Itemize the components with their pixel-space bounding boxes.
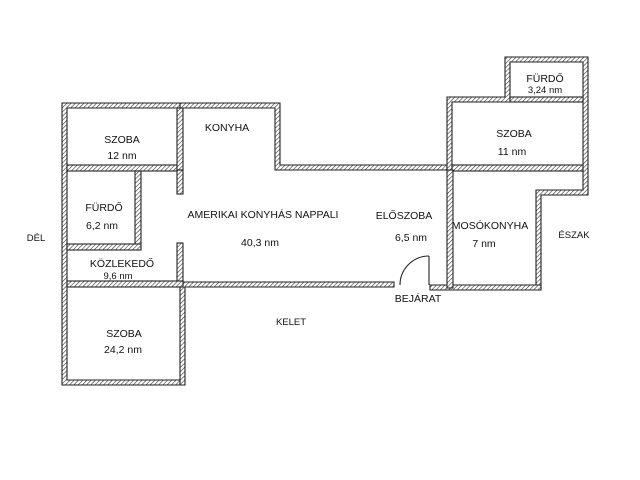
room-mosokonyha-name: MOSÓKONYHA (452, 219, 528, 232)
room-szoba-sw-name: SZOBA (106, 328, 142, 340)
door-swing-arc (399, 255, 430, 286)
room-szoba-sw-area: 24,2 nm (104, 344, 142, 356)
room-furdo-west-name: FÜRDŐ (85, 200, 122, 214)
exterior-wall-south-east (429, 284, 542, 291)
room-szoba-nw-area: 12 nm (107, 150, 136, 162)
wall-szoba-ne-south (451, 164, 584, 172)
compass-south-label: KELET (276, 317, 306, 328)
room-kozlekedo-area: 9,6 nm (103, 271, 132, 282)
wall-nappali-west-upper (176, 169, 184, 195)
room-labels: FÜRDŐ 3,24 nm SZOBA 12 nm KONYHA SZOBA 1… (85, 71, 563, 356)
interior-walls (66, 96, 584, 289)
exterior-wall-south (179, 281, 395, 386)
wall-furdo-south (66, 243, 142, 251)
room-szoba-ne-name: SZOBA (496, 128, 532, 140)
room-kozlekedo-name: KÖZLEKEDŐ (90, 256, 154, 270)
exterior-wall-kitchen (179, 102, 448, 171)
wall-kozlekedo-south (66, 280, 184, 288)
room-furdo-west-area: 6,2 nm (86, 220, 118, 232)
room-nappali-name: AMERIKAI KONYHÁS NAPPALI (188, 208, 339, 221)
compass-west-label: DÉL (27, 233, 45, 244)
compass-east-label: ÉSZAK (558, 230, 590, 241)
room-eloszoba-name: ELŐSZOBA (376, 208, 433, 222)
exterior-wall-east-wing (446, 56, 589, 291)
room-furdo-small-area: 3,24 nm (528, 85, 562, 96)
room-konyha-name: KONYHA (205, 122, 249, 134)
wall-eloszoba-mosokonyha (446, 169, 454, 289)
wall-szoba-furdo (66, 164, 181, 172)
room-eloszoba-area: 6,5 nm (395, 232, 427, 244)
room-mosokonyha-area: 7 nm (472, 238, 496, 250)
entrance-label: BEJÁRAT (395, 292, 442, 305)
entrance-door[interactable] (399, 255, 430, 286)
exterior-walls (61, 56, 589, 386)
room-szoba-nw-name: SZOBA (104, 134, 140, 146)
wall-furdo-small-south (509, 96, 584, 103)
room-nappali-area: 40,3 nm (241, 237, 279, 249)
compass-labels: DÉL ÉSZAK KELET (27, 230, 590, 328)
room-furdo-small-name: FÜRDŐ (526, 71, 563, 85)
wall-szoba-konyha (176, 107, 184, 171)
wall-nappali-west-lower (176, 242, 184, 288)
wall-furdo-east (134, 170, 142, 249)
room-szoba-ne-area: 11 nm (498, 146, 527, 158)
